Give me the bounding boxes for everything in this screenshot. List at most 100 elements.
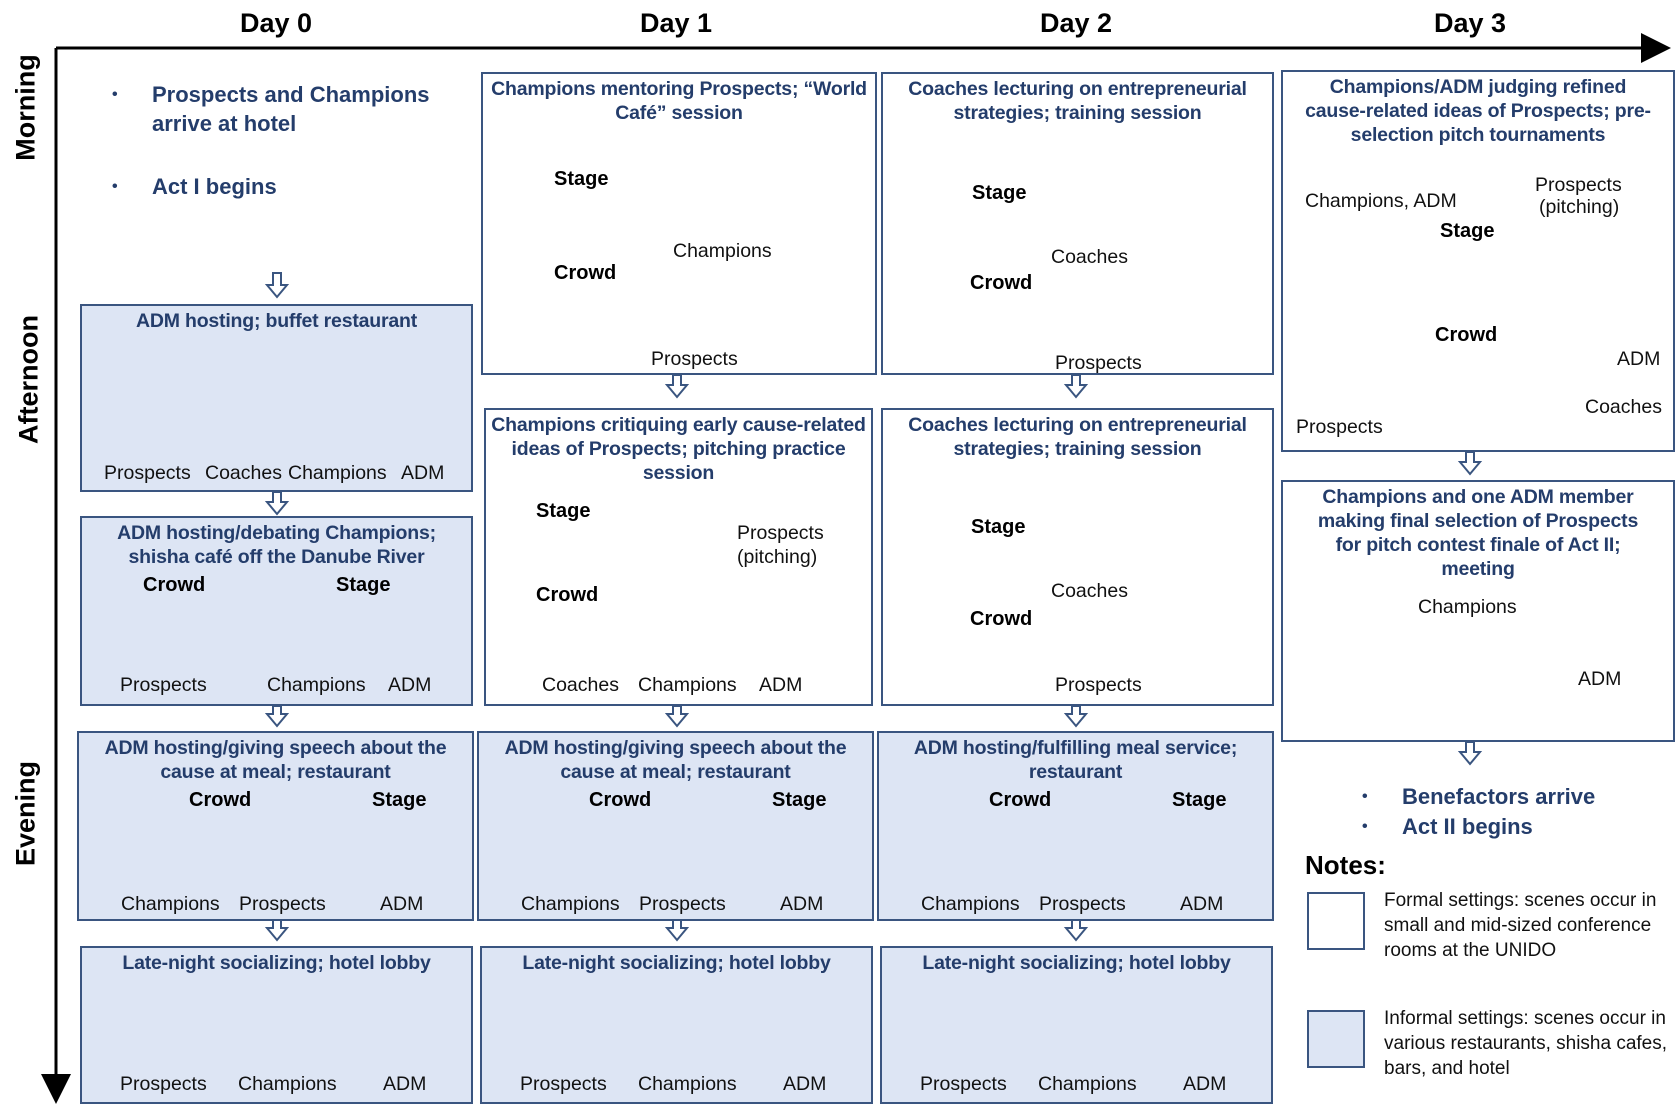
label-stage: Stage <box>536 500 591 522</box>
formal-legend-text: Formal settings: scenes occur in small a… <box>1384 890 1657 961</box>
label-stage: Stage <box>1172 789 1227 811</box>
d3-afternoon-box: Champions and one ADM member making fina… <box>1281 480 1675 742</box>
label-adm: ADM <box>780 893 824 915</box>
label-adm: ADM <box>783 1073 827 1095</box>
label-crowd: Crowd <box>989 789 1052 811</box>
d0-evening-box: ADM hosting/giving speech about the caus… <box>77 731 474 921</box>
label-crowd: Crowd <box>189 789 252 811</box>
label-coaches: Coaches <box>1051 580 1128 602</box>
label-adm: ADM <box>1180 893 1224 915</box>
label-prospects: Prospects <box>920 1073 1007 1095</box>
time-label-morning: Morning <box>10 54 41 161</box>
d0-afternoon1-box: ADM hosting; buffet restaurant Prospects… <box>80 304 473 492</box>
d2-evening-box: ADM hosting/fulfilling meal service; res… <box>877 731 1274 921</box>
label-champions: Champions <box>238 1073 337 1095</box>
informal-legend-swatch <box>1307 1010 1365 1068</box>
label-champions: Champions <box>1038 1073 1137 1095</box>
bullet-dot: • <box>112 86 118 103</box>
label-coaches: Coaches <box>1051 246 1128 268</box>
label-prospects: Prospects <box>1296 416 1383 438</box>
box-title: Champions and one ADM member making fina… <box>1317 486 1639 580</box>
label-stage: Stage <box>972 182 1027 204</box>
label-adm: ADM <box>1578 668 1622 690</box>
d0-afternoon2-box: ADM hosting/debating Champions; shisha c… <box>80 516 473 706</box>
formal-legend-swatch <box>1307 892 1365 950</box>
day-header-1: Day 1 <box>640 8 713 38</box>
label-prospects: Prospects <box>104 462 191 484</box>
label-crowd: Crowd <box>970 608 1033 630</box>
label-prospects: Prospects <box>520 1073 607 1095</box>
label-prospects: Prospects <box>1039 893 1126 915</box>
bullet-dot: • <box>1362 788 1368 805</box>
label-champions: Champions <box>673 240 772 262</box>
label-crowd: Crowd <box>143 574 206 596</box>
label-coaches: Coaches <box>1585 396 1662 418</box>
label-prospects: Prospects <box>1055 674 1142 696</box>
label-prospects-pitching-2: (pitching) <box>1539 196 1620 218</box>
d1-late-box: Late-night socializing; hotel lobby Pros… <box>480 946 873 1104</box>
informal-legend-text: Informal settings: scenes occur in vario… <box>1384 1008 1668 1079</box>
bullet-dot: • <box>112 178 118 195</box>
box-title: Champions mentoring Prospects; “World Ca… <box>491 78 867 124</box>
box-title: ADM hosting; buffet restaurant <box>135 310 418 332</box>
label-stage: Stage <box>1440 220 1495 242</box>
label-stage: Stage <box>971 516 1026 538</box>
d2-morning-box: Coaches lecturing on entrepreneurial str… <box>881 72 1274 375</box>
label-crowd: Crowd <box>554 262 617 284</box>
label-adm: ADM <box>383 1073 427 1095</box>
label-champions: Champions <box>121 893 220 915</box>
label-prospects: Prospects <box>239 893 326 915</box>
day-header-0: Day 0 <box>240 8 313 38</box>
bullet-dot: • <box>1362 818 1368 835</box>
label-stage: Stage <box>372 789 427 811</box>
box-title: Late-night socializing; hotel lobby <box>922 952 1231 974</box>
label-prospects: Prospects <box>120 1073 207 1095</box>
box-title: ADM hosting/giving speech about the caus… <box>504 737 847 783</box>
d2-afternoon-box: Coaches lecturing on entrepreneurial str… <box>881 408 1274 706</box>
label-adm: ADM <box>759 674 803 696</box>
label-crowd: Crowd <box>970 272 1033 294</box>
label-prospects: Prospects <box>639 893 726 915</box>
label-champions: Champions <box>1418 596 1517 618</box>
d3-morning-box: Champions/ADM judging refined cause-rela… <box>1281 70 1675 452</box>
label-champions: Champions <box>521 893 620 915</box>
label-prospects-pitching-2: (pitching) <box>737 546 818 568</box>
box-title: Late-night socializing; hotel lobby <box>522 952 831 974</box>
label-coaches: Coaches <box>542 674 619 696</box>
d2-late-box: Late-night socializing; hotel lobby Pros… <box>880 946 1273 1104</box>
d3-evening-bullet-1: •Benefactors arrive <box>1362 784 1596 809</box>
box-title: ADM hosting/debating Champions; shisha c… <box>117 522 436 568</box>
day-header-3: Day 3 <box>1434 8 1507 38</box>
label-stage: Stage <box>554 168 609 190</box>
d3-evening-bullet-2: •Act II begins <box>1362 814 1533 839</box>
label-champions-adm: Champions, ADM <box>1305 190 1457 212</box>
label-adm: ADM <box>401 462 445 484</box>
d1-evening-box: ADM hosting/giving speech about the caus… <box>477 731 874 921</box>
time-label-evening: Evening <box>10 760 41 867</box>
label-champions: Champions <box>638 1073 737 1095</box>
box-title: Coaches lecturing on entrepreneurial str… <box>908 78 1247 124</box>
label-prospects-pitching-1: Prospects <box>737 522 824 544</box>
time-label-afternoon: Afternoon <box>13 315 44 444</box>
label-champions: Champions <box>288 462 387 484</box>
label-adm: ADM <box>380 893 424 915</box>
box-title: Coaches lecturing on entrepreneurial str… <box>908 414 1247 460</box>
label-adm: ADM <box>1183 1073 1227 1095</box>
label-prospects: Prospects <box>120 674 207 696</box>
label-champions: Champions <box>638 674 737 696</box>
label-crowd: Crowd <box>1435 324 1498 346</box>
d1-afternoon-box: Champions critiquing early cause-related… <box>484 408 873 706</box>
label-prospects: Prospects <box>651 348 738 370</box>
label-coaches: Coaches <box>205 462 282 484</box>
d0-morning-bullet-1: •Prospects and Champions arrive at hotel <box>112 82 430 136</box>
box-title: Champions critiquing early cause-related… <box>491 414 866 484</box>
label-champions: Champions <box>921 893 1020 915</box>
box-title: ADM hosting/fulfilling meal service; res… <box>913 737 1238 783</box>
day-header-2: Day 2 <box>1040 8 1113 38</box>
label-champions: Champions <box>267 674 366 696</box>
label-prospects: Prospects <box>1055 352 1142 374</box>
box-title: Champions/ADM judging refined cause-rela… <box>1305 76 1651 146</box>
box-title: ADM hosting/giving speech about the caus… <box>104 737 447 783</box>
box-title: Late-night socializing; hotel lobby <box>122 952 431 974</box>
label-crowd: Crowd <box>536 584 599 606</box>
